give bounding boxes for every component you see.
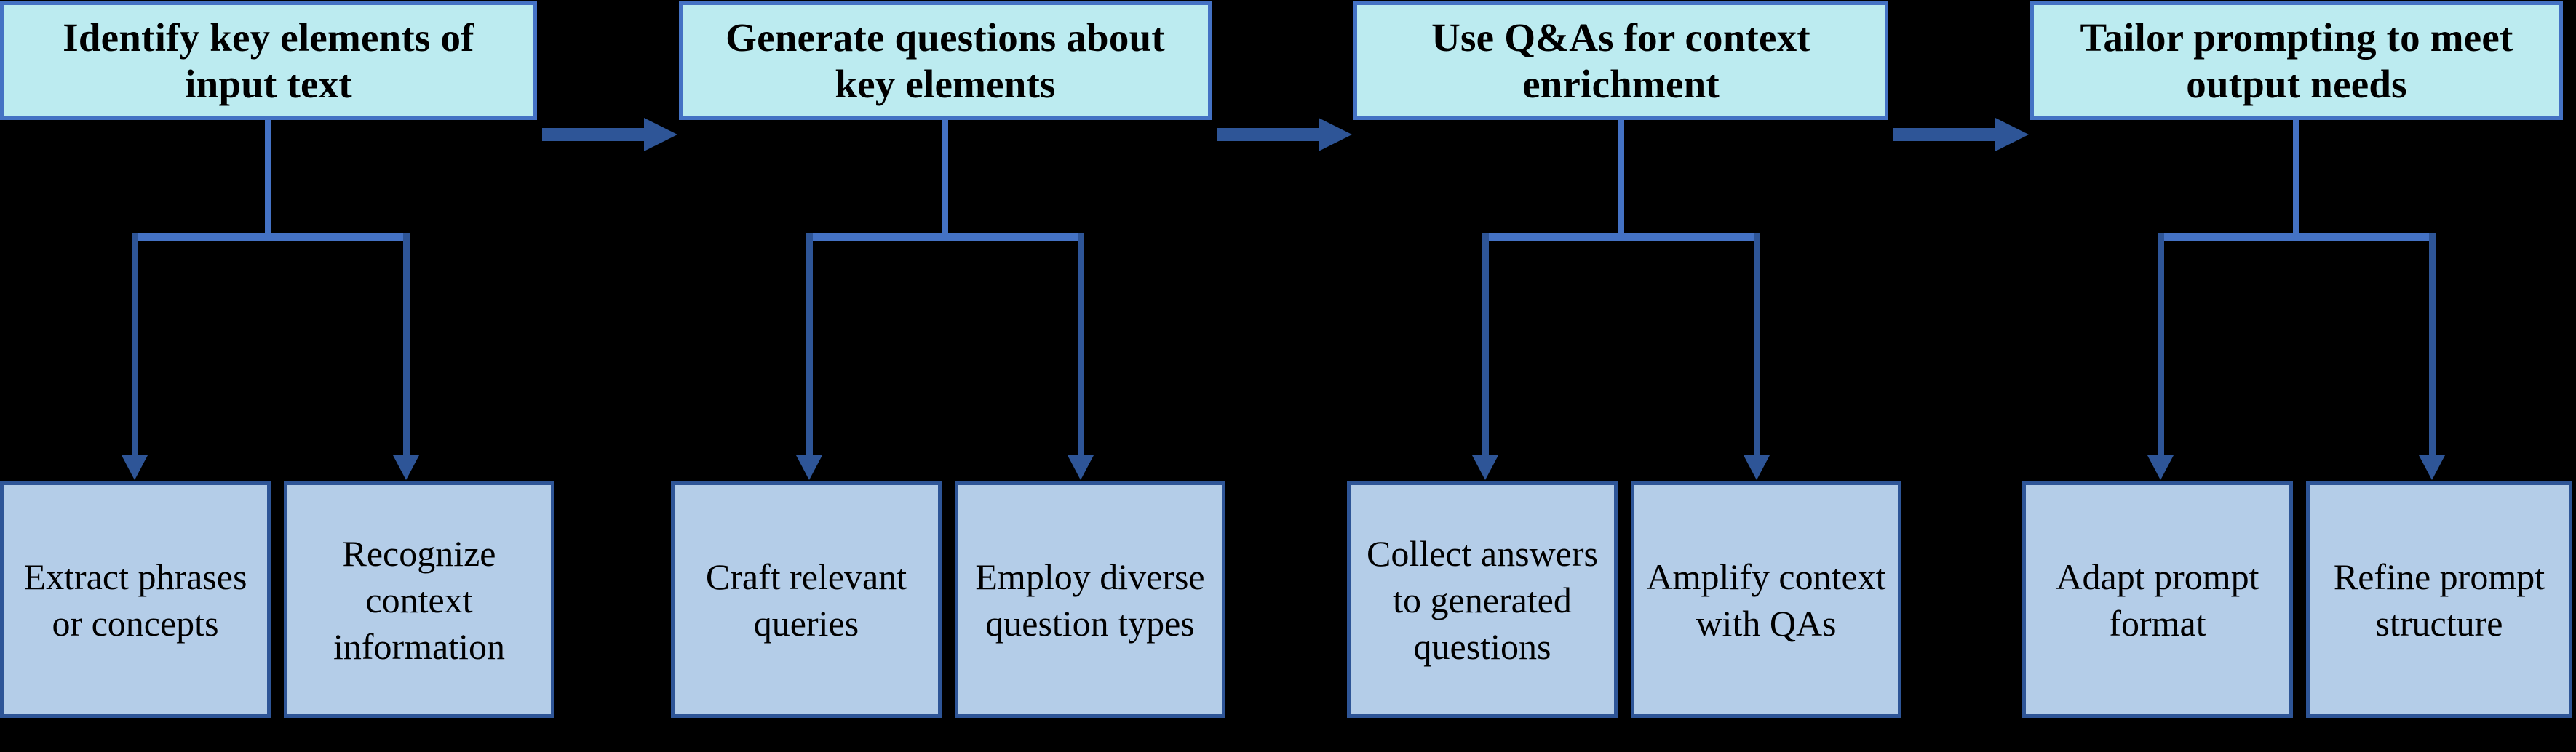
tree-stem-4 — [2293, 120, 2299, 236]
sub-label-2b: Employ diverse question types — [975, 556, 1205, 644]
sub-label-3b: Amplify context with QAs — [1646, 556, 1886, 644]
sub-label-1a: Extract phrases or concepts — [23, 556, 247, 644]
tree-drop-3a — [1472, 233, 1498, 480]
stage-label-1: Identify key elements of input text — [63, 15, 474, 106]
flow-arrow-1-2 — [542, 118, 677, 151]
stage-box-3[interactable]: Use Q&As for context enrichment — [1353, 1, 1888, 120]
tree-bar-2 — [809, 233, 1084, 241]
stage-box-2[interactable]: Generate questions about key elements — [679, 1, 1212, 120]
flow-arrow-3-4 — [1893, 118, 2029, 151]
tree-stem-3 — [1618, 120, 1624, 236]
sub-label-1b: Recognize context information — [333, 532, 506, 667]
sub-box-3a[interactable]: Collect answers to generated questions — [1347, 481, 1618, 718]
sub-label-3a: Collect answers to generated questions — [1367, 532, 1598, 667]
sub-label-2a: Craft relevant queries — [705, 556, 907, 644]
tree-drop-2a — [796, 233, 822, 480]
sub-label-4b: Refine prompt structure — [2333, 556, 2545, 644]
tree-stem-1 — [265, 120, 271, 236]
sub-box-4b[interactable]: Refine prompt structure — [2306, 481, 2572, 718]
tree-bar-4 — [2160, 233, 2436, 241]
tree-drop-3b — [1744, 233, 1770, 480]
sub-box-1a[interactable]: Extract phrases or concepts — [0, 481, 271, 718]
tree-drop-1a — [122, 233, 148, 480]
tree-stem-2 — [942, 120, 948, 236]
sub-box-1b[interactable]: Recognize context information — [284, 481, 554, 718]
stage-box-1[interactable]: Identify key elements of input text — [0, 1, 537, 120]
stage-label-2: Generate questions about key elements — [726, 15, 1165, 106]
tree-drop-4b — [2419, 233, 2445, 480]
tree-bar-3 — [1485, 233, 1760, 241]
tree-drop-1b — [393, 233, 419, 480]
stage-label-3: Use Q&As for context enrichment — [1431, 15, 1810, 106]
sub-box-4a[interactable]: Adapt prompt format — [2022, 481, 2293, 718]
sub-box-3b[interactable]: Amplify context with QAs — [1631, 481, 1901, 718]
stage-label-4: Tailor prompting to meet output needs — [2080, 15, 2513, 106]
tree-bar-1 — [135, 233, 410, 241]
tree-drop-4a — [2147, 233, 2174, 480]
tree-drop-2b — [1068, 233, 1094, 480]
sub-label-4a: Adapt prompt format — [2056, 556, 2259, 644]
flow-arrow-2-3 — [1217, 118, 1352, 151]
sub-box-2b[interactable]: Employ diverse question types — [955, 481, 1225, 718]
stage-box-4[interactable]: Tailor prompting to meet output needs — [2030, 1, 2563, 120]
sub-box-2a[interactable]: Craft relevant queries — [671, 481, 942, 718]
